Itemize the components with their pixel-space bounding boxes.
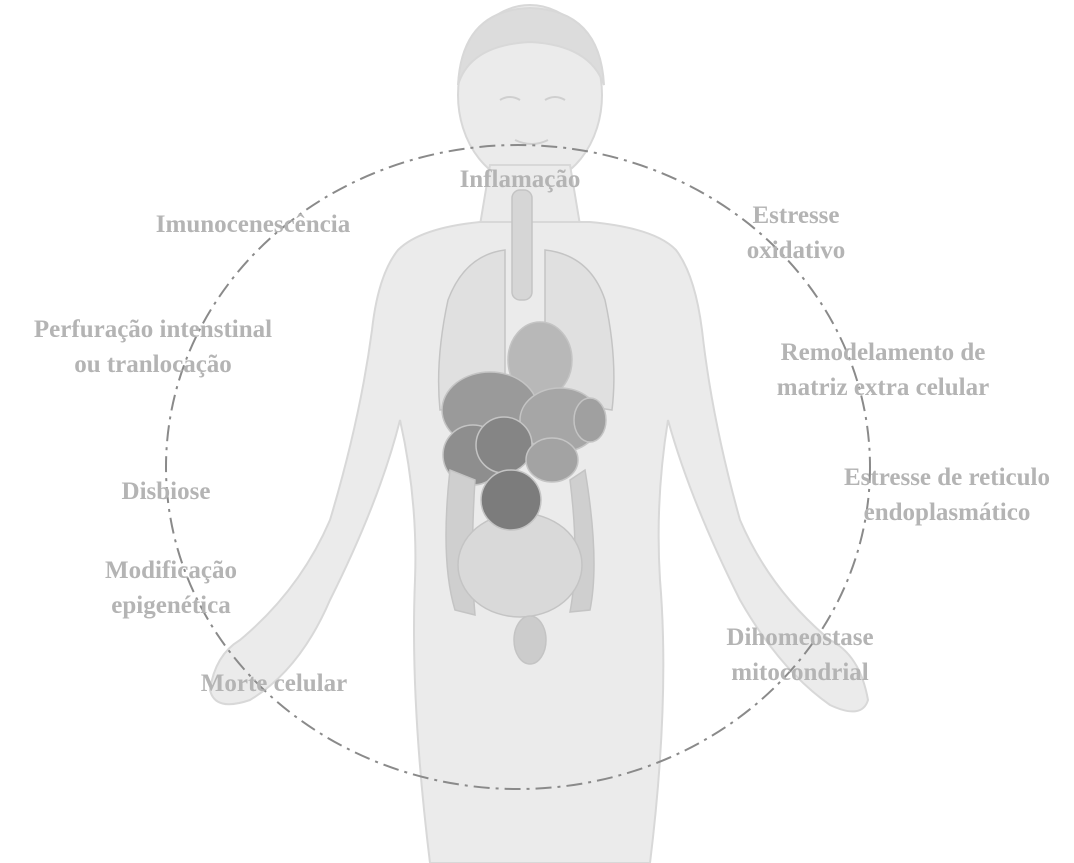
label-morte-celular-line1: Morte celular bbox=[176, 666, 372, 701]
label-modificacao-line1: Modificação bbox=[96, 553, 246, 588]
label-estresse-oxidativo: Estresse oxidativo bbox=[716, 198, 876, 268]
label-dihomeostase-line2: mitocondrial bbox=[700, 655, 900, 690]
label-estresse-reticulo: Estresse de reticulo endoplasmático bbox=[820, 460, 1074, 530]
label-perfuracao-line1: Perfuração intenstinal bbox=[4, 312, 302, 347]
label-remodelamento-line1: Remodelamento de bbox=[752, 335, 1014, 370]
label-modificacao-epigenetica: Modificação epigenética bbox=[96, 553, 246, 623]
label-estresse-reticulo-line1: Estresse de reticulo bbox=[820, 460, 1074, 495]
label-remodelamento-line2: matriz extra celular bbox=[752, 370, 1014, 405]
label-remodelamento: Remodelamento de matriz extra celular bbox=[752, 335, 1014, 405]
label-disbiose: Disbiose bbox=[100, 474, 232, 509]
label-imunocenescencia: Imunocenescência bbox=[130, 207, 376, 242]
label-inflamacao-line1: Inflamação bbox=[432, 162, 608, 197]
label-perfuracao: Perfuração intenstinal ou tranlocação bbox=[4, 312, 302, 382]
label-morte-celular: Morte celular bbox=[176, 666, 372, 701]
label-estresse-reticulo-line2: endoplasmático bbox=[820, 495, 1074, 530]
label-modificacao-line2: epigenética bbox=[96, 588, 246, 623]
label-estresse-oxidativo-line1: Estresse bbox=[716, 198, 876, 233]
label-estresse-oxidativo-line2: oxidativo bbox=[716, 233, 876, 268]
label-dihomeostase: Dihomeostase mitocondrial bbox=[700, 620, 900, 690]
label-inflamacao: Inflamação bbox=[432, 162, 608, 197]
label-imunocenescencia-line1: Imunocenescência bbox=[130, 207, 376, 242]
label-perfuracao-line2: ou tranlocação bbox=[4, 347, 302, 382]
label-disbiose-line1: Disbiose bbox=[100, 474, 232, 509]
label-dihomeostase-line1: Dihomeostase bbox=[700, 620, 900, 655]
